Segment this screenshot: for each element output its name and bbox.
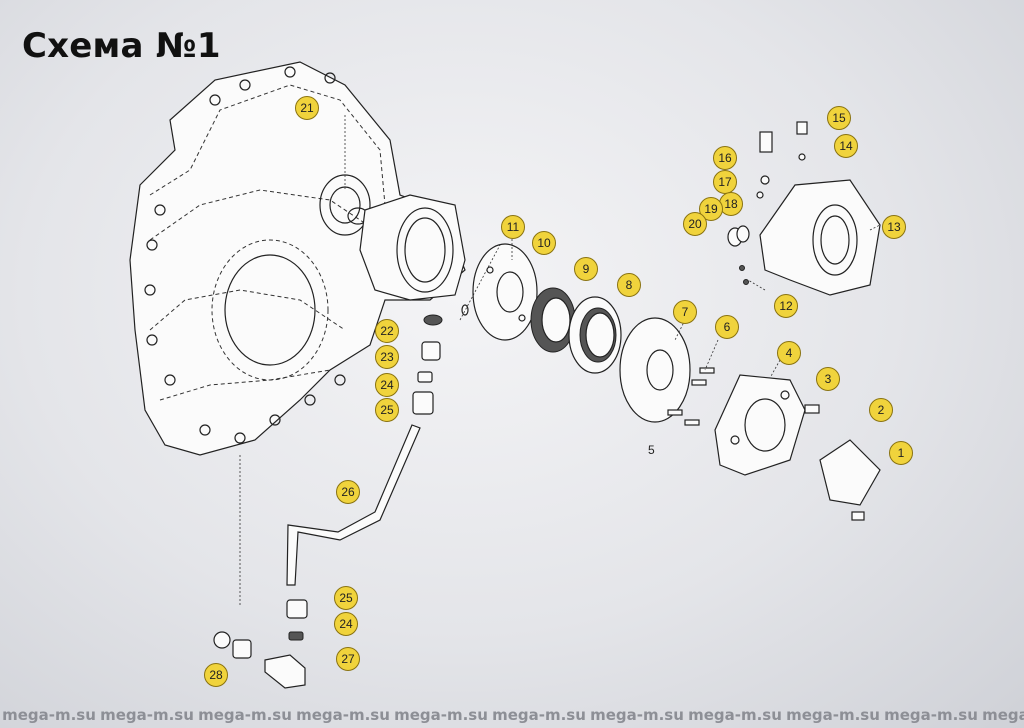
watermark-text: mega-m.su [198, 706, 292, 724]
watermark-text: mega-m.su [982, 706, 1024, 724]
leader-lines [239, 115, 881, 605]
diagram-title: Схема №1 [22, 26, 221, 66]
bolts-6 [667, 367, 715, 426]
watermark-text: mega-m.su [100, 706, 194, 724]
callout-10: 10 [532, 231, 556, 255]
callout-19: 19 [699, 197, 723, 221]
callout-6: 6 [715, 315, 739, 339]
callout-9: 9 [574, 257, 598, 281]
callout-15: 15 [827, 106, 851, 130]
callout-17: 17 [713, 170, 737, 194]
callout-16: 16 [713, 146, 737, 170]
seal-ring-8 [568, 296, 622, 374]
callout-7: 7 [673, 300, 697, 324]
watermark-text: mega-m.su [296, 706, 390, 724]
watermark-text: mega-m.su [492, 706, 586, 724]
callout-1: 1 [889, 441, 913, 465]
screw-1 [851, 511, 865, 521]
pump-flange-7 [619, 317, 691, 423]
callout-3: 3 [816, 367, 840, 391]
pump-housing-4 [714, 374, 806, 476]
watermark-text: mega-m.su [688, 706, 782, 724]
callout-11: 11 [501, 215, 525, 239]
oil-pipe-26 [286, 424, 421, 586]
cover-flange-10 [472, 243, 538, 341]
seal-ring-9 [530, 287, 576, 353]
callout-21: 21 [295, 96, 319, 120]
callout-26: 26 [336, 480, 360, 504]
callout-27: 27 [336, 647, 360, 671]
watermark-band: mega-m.su mega-m.su mega-m.su mega-m.su … [0, 706, 1024, 728]
cover-plate-2 [819, 439, 881, 506]
callout-4: 4 [777, 341, 801, 365]
callout-18: 18 [719, 192, 743, 216]
callout-14: 14 [834, 134, 858, 158]
watermark-text: mega-m.su [394, 706, 488, 724]
callout-24: 24 [375, 373, 399, 397]
callout-8: 8 [617, 273, 641, 297]
callout-25-lower: 25 [334, 586, 358, 610]
callout-12: 12 [774, 294, 798, 318]
callout-28: 28 [204, 663, 228, 687]
watermark-text: mega-m.su [884, 706, 978, 724]
watermark-text: mega-m.su [786, 706, 880, 724]
callout-20: 20 [683, 212, 707, 236]
bolt-3 [804, 404, 820, 414]
label-5: 5 [648, 443, 655, 457]
callout-22: 22 [375, 319, 399, 343]
callout-25: 25 [375, 398, 399, 422]
bracket-13 [759, 179, 881, 296]
oring-11 [461, 304, 469, 316]
callout-24-lower: 24 [334, 612, 358, 636]
watermark-text: mega-m.su [590, 706, 684, 724]
fittings-24-25-27-28 [213, 599, 308, 689]
gearbox-housing [129, 61, 466, 456]
callout-23: 23 [375, 345, 399, 369]
fittings-22-25 [412, 314, 443, 415]
watermark-text: mega-m.su [2, 706, 96, 724]
callout-13: 13 [882, 215, 906, 239]
callout-2: 2 [869, 398, 893, 422]
small-parts-14-20 [727, 121, 808, 285]
